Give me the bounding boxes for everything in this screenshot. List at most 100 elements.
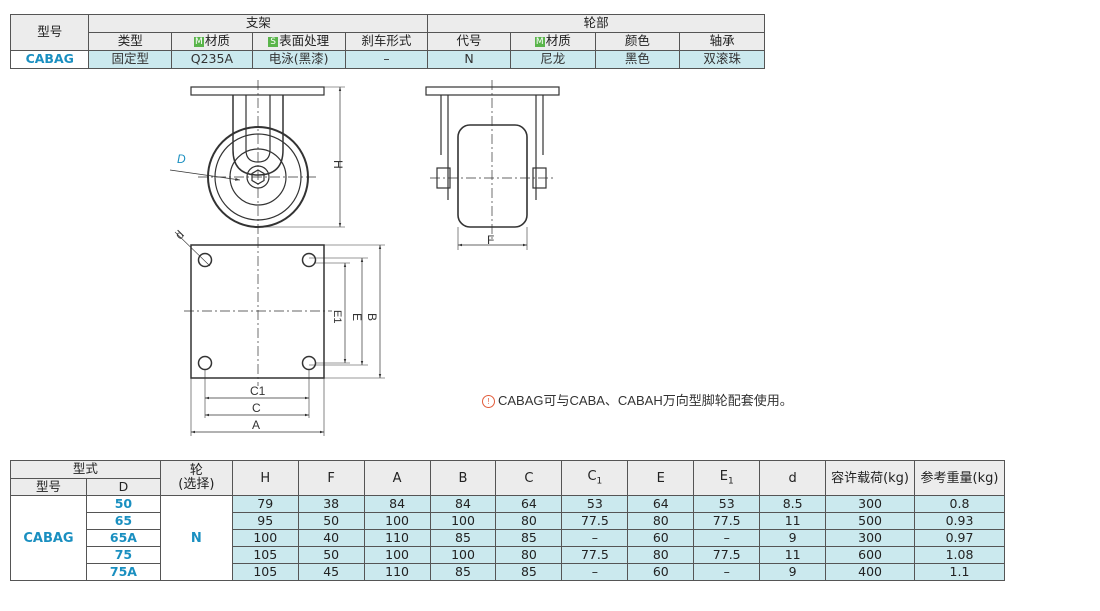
material-badge-icon: M — [534, 37, 545, 48]
col-brake: 刹车形式 — [344, 32, 429, 51]
cell-C1: – — [561, 563, 629, 581]
cell-D: 50 — [85, 495, 161, 513]
surface-badge-icon: S — [268, 37, 279, 48]
header-B: B — [429, 460, 497, 496]
cell-bearing: 双滚珠 — [679, 50, 765, 69]
cell-H: 95 — [231, 512, 299, 530]
cell-C1: 77.5 — [561, 512, 629, 530]
header-style: 型式 — [10, 460, 161, 479]
cell-C: 85 — [495, 563, 563, 581]
label-A: A — [252, 418, 260, 432]
cell-A: 84 — [363, 495, 431, 513]
cell-F: 50 — [297, 546, 365, 564]
cell-C: 80 — [495, 546, 563, 564]
model-code: CABAG — [10, 495, 87, 581]
cell-D: 75A — [85, 563, 161, 581]
cell-surface: 电泳(黑漆) — [251, 50, 346, 69]
model-code: CABAG — [9, 50, 90, 69]
cell-F: 50 — [297, 512, 365, 530]
cell-E: 64 — [627, 495, 695, 513]
cell-brake: – — [344, 50, 429, 69]
header-H: H — [231, 460, 299, 496]
header-wheel: 轮部 — [427, 14, 765, 33]
label-E: E — [350, 313, 364, 321]
cell-B: 100 — [429, 512, 497, 530]
wheel-code: N — [159, 495, 233, 581]
cell-E1: 77.5 — [693, 546, 761, 564]
cell-weight: 0.93 — [914, 512, 1005, 530]
note-text: CABAG可与CABA、CABAH万向型脚轮配套使用。 — [498, 393, 793, 408]
cell-E1: – — [693, 529, 761, 547]
label-B: B — [365, 313, 379, 321]
cell-load: 300 — [825, 529, 915, 547]
label-D: D — [177, 152, 186, 166]
header-F: F — [297, 460, 365, 496]
cell-D: 65 — [85, 512, 161, 530]
cell-wheel-material: 尼龙 — [509, 50, 596, 69]
cell-C1: 53 — [561, 495, 629, 513]
col-type: 类型 — [88, 32, 173, 51]
label-H: H — [331, 160, 345, 169]
cell-type: 固定型 — [88, 50, 173, 69]
header-E1: E1 — [693, 460, 761, 496]
cell-C: 64 — [495, 495, 563, 513]
cell-C1: – — [561, 529, 629, 547]
cell-B: 85 — [429, 529, 497, 547]
cell-weight: 0.97 — [914, 529, 1005, 547]
cell-H: 105 — [231, 563, 299, 581]
cell-d: 8.5 — [759, 495, 827, 513]
cell-F: 38 — [297, 495, 365, 513]
cell-B: 85 — [429, 563, 497, 581]
spec-table-bottom: 型式 轮 (选择) H F A B C C1 E E1 d 容许载荷(kg) 参… — [10, 460, 1005, 581]
header-weight: 参考重量(kg) — [914, 460, 1005, 496]
cell-A: 100 — [363, 512, 431, 530]
header-A: A — [363, 460, 431, 496]
cell-bracket-material: Q235A — [171, 50, 253, 69]
header-model: 型号 — [10, 477, 87, 496]
cell-A: 110 — [363, 529, 431, 547]
cell-d: 9 — [759, 529, 827, 547]
cell-weight: 0.8 — [914, 495, 1005, 513]
cell-E: 60 — [627, 563, 695, 581]
header-E: E — [627, 460, 695, 496]
header-D: D — [85, 477, 161, 496]
cell-E: 80 — [627, 546, 695, 564]
cell-load: 300 — [825, 495, 915, 513]
material-badge-icon: M — [193, 37, 204, 48]
label-E1: E1 — [331, 310, 343, 323]
cell-B: 84 — [429, 495, 497, 513]
table-row: CABAG 固定型 Q235A 电泳(黑漆) – N 尼龙 黑色 双滚珠 — [9, 50, 765, 69]
cell-weight: 1.1 — [914, 563, 1005, 581]
cell-d: 11 — [759, 512, 827, 530]
cell-A: 100 — [363, 546, 431, 564]
compatibility-note: !CABAG可与CABA、CABAH万向型脚轮配套使用。 — [482, 390, 793, 409]
header-wheel-select: 轮 (选择) — [159, 460, 233, 496]
header-bracket: 支架 — [88, 14, 429, 33]
header-d: d — [759, 460, 827, 496]
cell-C: 85 — [495, 529, 563, 547]
label-d: d — [172, 227, 187, 242]
cell-D: 65A — [85, 529, 161, 547]
cell-C: 80 — [495, 512, 563, 530]
label-C: C — [252, 401, 261, 415]
cell-F: 40 — [297, 529, 365, 547]
side-view — [169, 80, 345, 238]
col-bearing: 轴承 — [679, 32, 765, 51]
cell-H: 79 — [231, 495, 299, 513]
header-C: C — [495, 460, 563, 496]
cell-E1: – — [693, 563, 761, 581]
cell-E: 80 — [627, 512, 695, 530]
header-C1: C1 — [561, 460, 629, 496]
cell-load: 400 — [825, 563, 915, 581]
cell-d: 9 — [759, 563, 827, 581]
cell-load: 600 — [825, 546, 915, 564]
cell-D: 75 — [85, 546, 161, 564]
